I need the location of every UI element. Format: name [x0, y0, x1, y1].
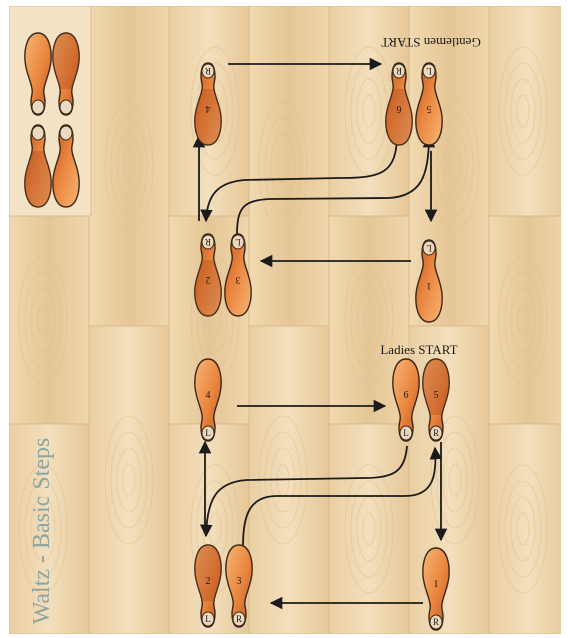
step-number: 6 [404, 390, 409, 401]
foot-side-label: L [426, 66, 432, 76]
foot-side-label: R [433, 428, 439, 438]
foot-side-label: R [205, 66, 211, 76]
floor-board [489, 424, 561, 634]
floor-board [89, 326, 169, 634]
foot-side-label: L [235, 237, 241, 247]
step-number: 5 [427, 103, 432, 114]
foot-side-label: L [403, 428, 409, 438]
foot-side-label: L [426, 243, 432, 253]
step-number: 5 [434, 390, 439, 401]
foot-side-label: R [396, 66, 402, 76]
step-number: 4 [206, 390, 211, 401]
foot-side-label: L [205, 614, 211, 624]
foot-side-label: L [205, 428, 211, 438]
foot-side-label: R [433, 617, 439, 627]
floor-boards [9, 6, 561, 634]
step-number: 1 [434, 579, 439, 590]
step-number: 6 [397, 103, 402, 114]
step-number: 4 [206, 103, 211, 114]
ladies-start-label: Ladies START [380, 342, 457, 357]
step-number: 1 [427, 280, 432, 291]
floor-board [489, 216, 561, 424]
foot-side-label: R [205, 237, 211, 247]
diagram-title: Waltz - Basic Steps [29, 438, 55, 625]
floor-board [489, 6, 561, 216]
step-number: 3 [236, 274, 241, 285]
floor-board [89, 6, 169, 326]
foot-side-label: R [236, 614, 242, 624]
gentlemen-start-label: Gentlemen START [381, 35, 481, 50]
step-number: 2 [206, 274, 211, 285]
step-number: 3 [237, 576, 242, 587]
step-number: 2 [206, 576, 211, 587]
